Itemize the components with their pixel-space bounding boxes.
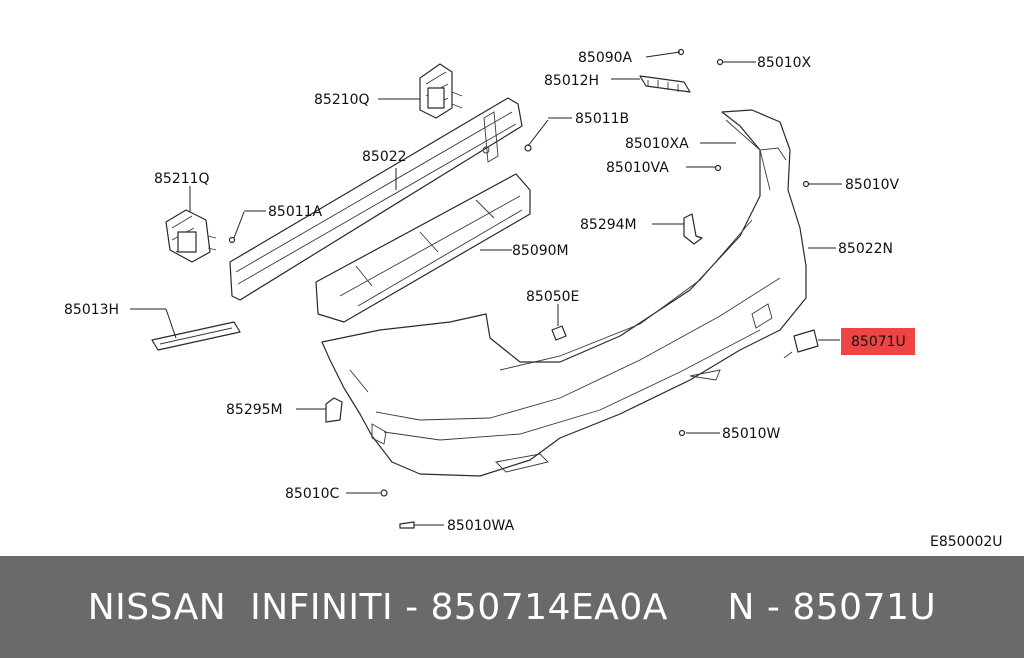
- part-label-85010v: 85010V: [845, 177, 900, 193]
- bracket-85294m-drawing: [683, 213, 703, 245]
- part-label-85210q: 85210Q: [314, 92, 370, 108]
- part-label-85071u-highlighted: 85071U: [851, 334, 906, 350]
- retainer-85013h-drawing: [151, 321, 241, 351]
- part-label-85294m: 85294M: [580, 217, 637, 233]
- part-label-85010c: 85010C: [285, 486, 340, 502]
- part-label-85011a: 85011A: [268, 204, 323, 220]
- leader-lines: [130, 51, 842, 526]
- part-footer-bar: NISSAN INFINITI - 850714EA0A N - 85071U: [0, 556, 1024, 658]
- part-label-85295m: 85295M: [226, 402, 283, 418]
- part-label-85090m: 85090M: [512, 243, 569, 259]
- part-label-85013h: 85013H: [64, 302, 119, 318]
- part-label-85050e: 85050E: [526, 289, 579, 305]
- highlight-box: [841, 328, 915, 355]
- part-number-caption: NISSAN INFINITI - 850714EA0A N - 85071U: [87, 586, 937, 628]
- bracket-85295m-drawing: [325, 397, 343, 423]
- absorber-85090m-drawing: [315, 173, 531, 323]
- part-label-85011b: 85011B: [575, 111, 629, 127]
- bracket-85210q-drawing: [419, 63, 463, 119]
- retainer-85012h-drawing: [639, 75, 691, 93]
- hook-cover-85071u-drawing: [783, 329, 819, 359]
- part-label-85012h: 85012H: [544, 73, 599, 89]
- part-label-85010xa: 85010XA: [625, 136, 689, 152]
- diagram-code: E850002U: [930, 534, 1003, 550]
- part-label-85211q: 85211Q: [154, 171, 210, 187]
- part-label-85090a: 85090A: [578, 50, 633, 66]
- exploded-parts-diagram: 85090A 85010X 85012H 85210Q 85011B 85010…: [64, 48, 1003, 550]
- bumper-fascia-85022n-drawing: [321, 109, 807, 477]
- bracket-85211q-drawing: [165, 209, 217, 263]
- part-label-85022: 85022: [362, 149, 407, 165]
- part-label-85010wa: 85010WA: [447, 518, 515, 534]
- clip-85050e-drawing: [551, 325, 567, 341]
- part-label-85010w: 85010W: [722, 426, 781, 442]
- reinforcement-85022-drawing: [229, 97, 523, 301]
- part-label-85010va: 85010VA: [606, 160, 669, 176]
- part-label-85022n: 85022N: [838, 241, 893, 257]
- part-label-85010x: 85010X: [757, 55, 812, 71]
